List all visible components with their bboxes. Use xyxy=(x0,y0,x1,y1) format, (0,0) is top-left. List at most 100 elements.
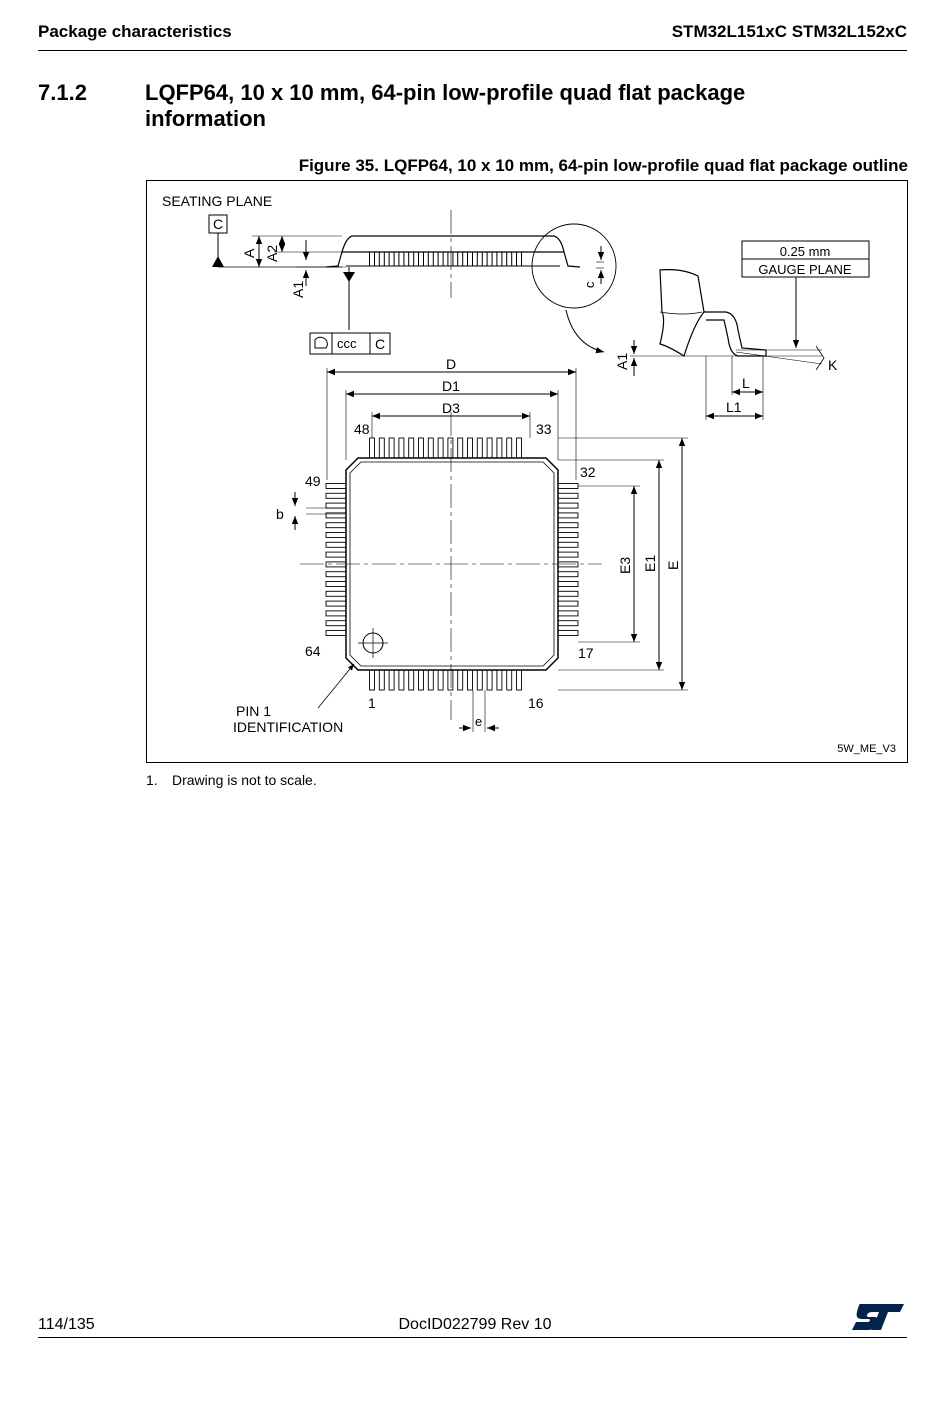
seating-plane-label: SEATING PLANE xyxy=(162,193,272,209)
dim-e1-label: E1 xyxy=(642,555,658,572)
pin-bottom xyxy=(506,669,513,691)
footer-doc-id: DocID022799 Rev 10 xyxy=(398,1316,552,1333)
figure-caption: Figure 35. LQFP64, 10 x 10 mm, 64-pin lo… xyxy=(298,156,908,175)
pin-left xyxy=(325,581,347,587)
pin-top xyxy=(457,437,464,459)
pin-left xyxy=(325,502,347,509)
pin-left xyxy=(325,630,347,636)
pin-bottom xyxy=(486,669,493,691)
pin-left xyxy=(325,512,347,519)
pin-right xyxy=(557,512,579,519)
footer-rule xyxy=(38,1337,907,1338)
st-logo-icon xyxy=(852,1304,904,1330)
detail-circle xyxy=(531,223,617,309)
pin-left xyxy=(325,561,347,568)
pin-left xyxy=(325,541,347,548)
figure-note: 1. Drawing is not to scale. xyxy=(146,772,317,788)
dim-a2-label: A2 xyxy=(264,245,280,262)
dim-e-label: E xyxy=(665,561,681,570)
pin-top xyxy=(388,437,395,459)
pin-bottom xyxy=(437,669,444,691)
pin-bottom xyxy=(378,669,385,691)
pin64-label: 64 xyxy=(305,643,321,659)
pin-bottom xyxy=(467,669,473,691)
pin-left xyxy=(325,551,347,558)
pin-bottom xyxy=(457,669,464,691)
pin-array xyxy=(325,437,579,691)
pin-right xyxy=(557,630,579,636)
note-number: 1. xyxy=(146,772,158,788)
pin-bottom xyxy=(369,669,375,691)
section-number: 7.1.2 xyxy=(38,80,87,105)
ccc-frame xyxy=(309,332,391,355)
pin-right xyxy=(557,581,579,587)
pin1-id-label-1: PIN 1 xyxy=(236,703,271,719)
pin-right xyxy=(557,502,579,509)
pin-bottom xyxy=(476,669,483,691)
datum-c-triangle xyxy=(212,256,224,267)
pin-left xyxy=(325,610,347,617)
pin-top xyxy=(496,437,503,459)
pin-top xyxy=(437,437,444,459)
dim-e3-label: E3 xyxy=(617,557,633,574)
pin-bottom xyxy=(398,669,405,691)
dim-a1-label: A1 xyxy=(290,281,306,298)
pin-right xyxy=(557,590,579,597)
pin-bottom xyxy=(496,669,503,691)
pin32-label: 32 xyxy=(580,464,596,480)
header-product-name: STM32L151xC STM32L152xC xyxy=(671,22,907,41)
dim-d3-label: D3 xyxy=(442,400,460,416)
pin-right xyxy=(557,551,579,558)
pin-top xyxy=(369,437,375,459)
lead-detail-shape xyxy=(659,269,767,357)
dim-b-label: b xyxy=(276,506,284,522)
detail-a1-label: A1 xyxy=(614,353,630,370)
pin49-label: 49 xyxy=(305,473,321,489)
header-rule xyxy=(38,50,907,51)
pin-left xyxy=(325,522,347,529)
pin-left xyxy=(325,620,347,627)
section-title: LQFP64, 10 x 10 mm, 64-pin low-profile q… xyxy=(145,80,746,131)
pin-left xyxy=(325,492,347,499)
pin-top xyxy=(427,437,434,459)
pin-top xyxy=(476,437,483,459)
pin-left xyxy=(325,600,347,607)
pin-bottom xyxy=(447,669,454,691)
pin-right xyxy=(557,541,579,548)
side-view-package xyxy=(325,210,581,298)
figure-code: 5W_ME_V3 xyxy=(837,743,896,755)
ccc-ref-label: C xyxy=(375,336,385,352)
pin-top xyxy=(506,437,513,459)
k-angle-mark xyxy=(815,345,825,371)
pin1-label: 1 xyxy=(368,695,376,711)
pin-right xyxy=(557,571,579,578)
pin-left xyxy=(325,590,347,597)
pin-top xyxy=(486,437,493,459)
dim-e-pitch-label: e xyxy=(475,714,482,729)
dim-l-label: L xyxy=(742,375,750,391)
pin-top xyxy=(378,437,385,459)
pin1-id-leader xyxy=(317,663,355,709)
gauge-value-label: 0.25 mm xyxy=(780,244,831,259)
dim-l1-label: L1 xyxy=(726,399,742,415)
gauge-plane-label: GAUGE PLANE xyxy=(758,262,852,277)
pin48-label: 48 xyxy=(354,421,370,437)
pin-right xyxy=(557,492,579,499)
pin-left xyxy=(325,571,347,578)
pin-right xyxy=(557,483,579,489)
pin-top xyxy=(516,437,522,459)
pin1-id-label-2: IDENTIFICATION xyxy=(233,719,343,735)
dim-k-label: K xyxy=(828,357,838,373)
pin-bottom xyxy=(516,669,522,691)
pin17-label: 17 xyxy=(578,645,594,661)
pin-bottom xyxy=(427,669,434,691)
footer-page-number: 114/135 xyxy=(38,1316,95,1333)
pin-top xyxy=(398,437,405,459)
dim-d-label: D xyxy=(446,356,456,372)
pin-bottom xyxy=(388,669,395,691)
dim-a-label: A xyxy=(241,248,257,258)
ccc-label: ccc xyxy=(337,336,357,351)
package-outline-figure: SEATING PLANE C A A2 A1 ccc C c 0.25 mm … xyxy=(146,180,908,763)
note-text: Drawing is not to scale. xyxy=(172,772,317,788)
pin-top xyxy=(418,437,424,459)
